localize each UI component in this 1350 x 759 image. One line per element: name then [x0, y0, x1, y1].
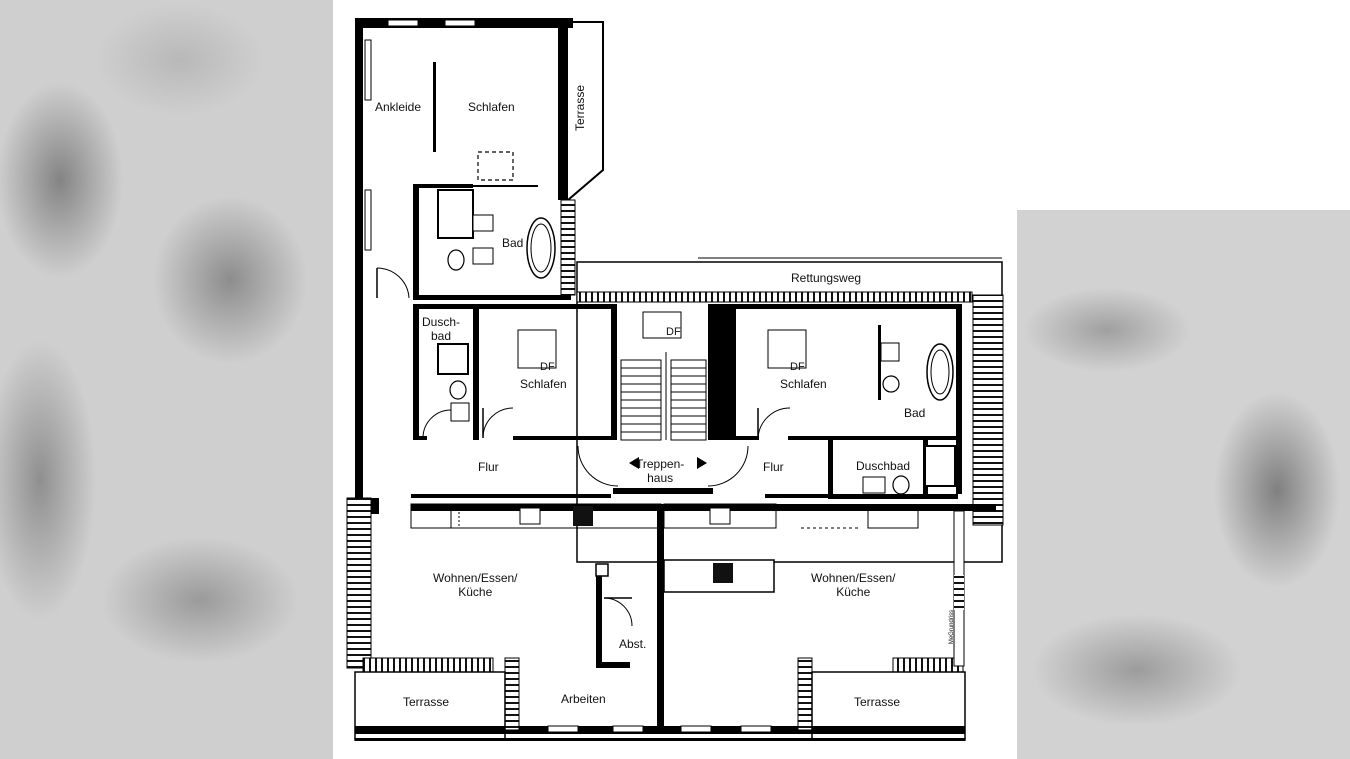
toilet-top [447, 249, 465, 271]
duschbad-left-line-1: Dusch- [422, 315, 461, 329]
floor-plan: Ankleide Schlafen Terrasse Bad Rettungsw… [333, 0, 1017, 759]
skylight-label-right: DF [790, 361, 805, 373]
wohnen-right-line-2: Küche [836, 585, 871, 599]
skylight-label-stair: DF [666, 326, 681, 338]
room-label-flur-left: Flur [478, 460, 499, 474]
room-label-abst: Abst. [619, 637, 647, 651]
room-label-terrasse-top: Terrasse [573, 84, 588, 132]
stair-window-top [560, 199, 576, 296]
duschbad-left-line-2: bad [430, 329, 452, 343]
room-label-schlafen-left: Schlafen [520, 377, 567, 391]
blurred-background-left [0, 0, 333, 759]
room-label-duschbad-right: Duschbad [856, 459, 911, 473]
treppenhaus-line-2: haus [647, 471, 674, 485]
room-label-ankleide: Ankleide [375, 100, 422, 114]
room-label-schlafen-top: Schlafen [468, 100, 515, 114]
skylight-top [477, 151, 514, 181]
rettungsweg-grating [576, 291, 973, 303]
room-label-treppenhaus: Treppen- haus [636, 457, 684, 485]
room-label-terrasse-bottom-left: Terrasse [403, 695, 450, 709]
closet-divider [433, 62, 436, 152]
room-label-duschbad-left: Dusch- bad [422, 315, 460, 343]
top-windows [364, 19, 476, 251]
room-label-bad-right: Bad [904, 406, 926, 420]
floor-plan-drawing [346, 18, 1004, 741]
wohnen-right-line-1: Wohnen/Essen/ [811, 571, 896, 585]
room-label-arbeiten: Arbeiten [561, 692, 606, 706]
room-label-wohnen-left: Wohnen/Essen/ Küche [433, 571, 518, 599]
wohnen-left-line-2: Küche [458, 585, 493, 599]
treppenhaus-line-1: Treppen- [636, 457, 685, 471]
staircase [620, 352, 707, 441]
room-label-schlafen-right: Schlafen [780, 377, 827, 391]
room-label-rettungsweg: Rettungsweg [791, 271, 862, 285]
room-label-flur-right: Flur [763, 460, 784, 474]
wohnen-left-line-1: Wohnen/Essen/ [433, 571, 518, 585]
room-label-bad-top: Bad [502, 236, 524, 250]
bathtub-top [526, 217, 556, 279]
credit-label: MeGrundriss [949, 609, 956, 645]
room-label-wohnen-right: Wohnen/Essen/ Küche [811, 571, 896, 599]
shower-top [437, 189, 474, 239]
room-label-terrasse-bottom-right: Terrasse [854, 695, 901, 709]
blurred-background-right [1017, 210, 1350, 759]
terrace-top-outline [567, 21, 604, 201]
skylight-label-left: DF [540, 361, 555, 373]
